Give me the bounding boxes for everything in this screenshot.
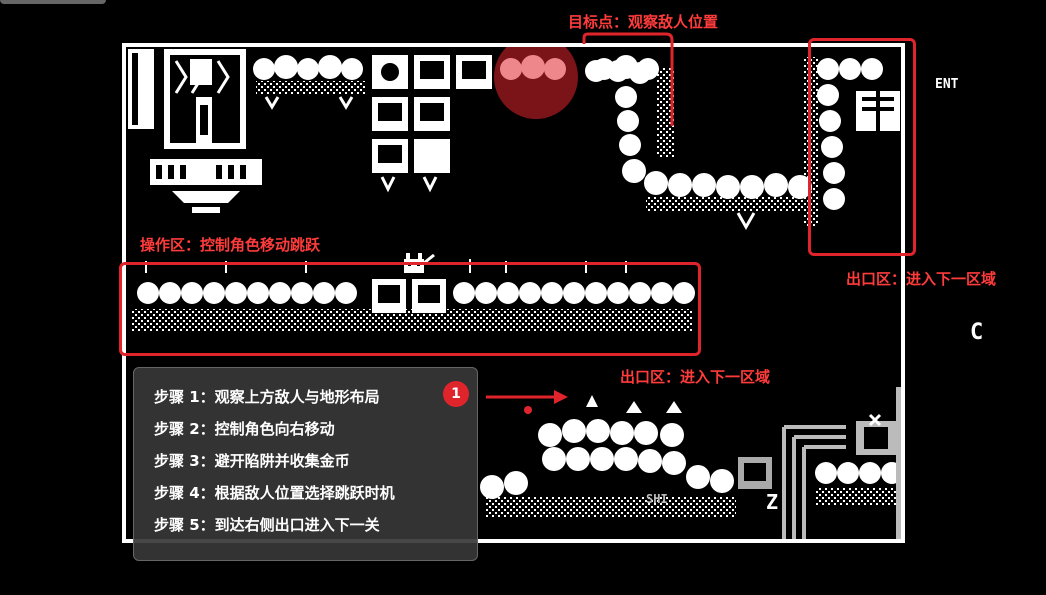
target-highlight — [494, 47, 578, 119]
arrow-right-icon — [486, 390, 568, 404]
steps-panel: 步骤 1：观察上方敌人与地形布局 步骤 2：控制角色向右移动 步骤 3：避开陷阱… — [133, 367, 478, 561]
exit-area-label: 出口区：进入下一区域 — [846, 270, 997, 288]
step-5: 步骤 5：到达右侧出口进入下一关 — [154, 516, 380, 534]
lower-terrain: SHI Z — [480, 395, 778, 517]
exit-area-box — [808, 38, 916, 256]
window-corner-tab — [0, 0, 106, 4]
operation-area-box — [119, 262, 701, 356]
step-3: 步骤 3：避开陷阱并收集金币 — [154, 452, 350, 470]
game-scene: SHI Z — [128, 47, 901, 539]
exit-column — [804, 57, 900, 227]
lower-right-exit — [782, 387, 901, 539]
marker-dot — [524, 406, 532, 414]
middle-platform — [132, 259, 695, 331]
stone-blocks — [372, 55, 492, 193]
elevator-structure — [128, 49, 262, 213]
c-key-hint: C — [970, 320, 984, 345]
step-1: 步骤 1：观察上方敌人与地形布局 — [154, 388, 380, 406]
step-4: 步骤 4：根据敌人位置选择跳跃时机 — [154, 484, 395, 502]
step-2: 步骤 2：控制角色向右移动 — [154, 420, 335, 438]
lower-exit-label: 出口区：进入下一区域 — [620, 368, 771, 386]
target-label: 目标点：观察敌人位置 — [568, 13, 719, 31]
z-key-glyph: Z — [766, 490, 778, 514]
target-bracket — [582, 32, 674, 126]
step-badge: 1 — [443, 381, 469, 407]
cave-u-shape — [585, 60, 812, 231]
shift-key-glyph: SHI — [646, 492, 668, 506]
ent-key-hint: ENT — [935, 77, 959, 92]
operation-area-label: 操作区：控制角色移动跳跃 — [140, 236, 321, 254]
